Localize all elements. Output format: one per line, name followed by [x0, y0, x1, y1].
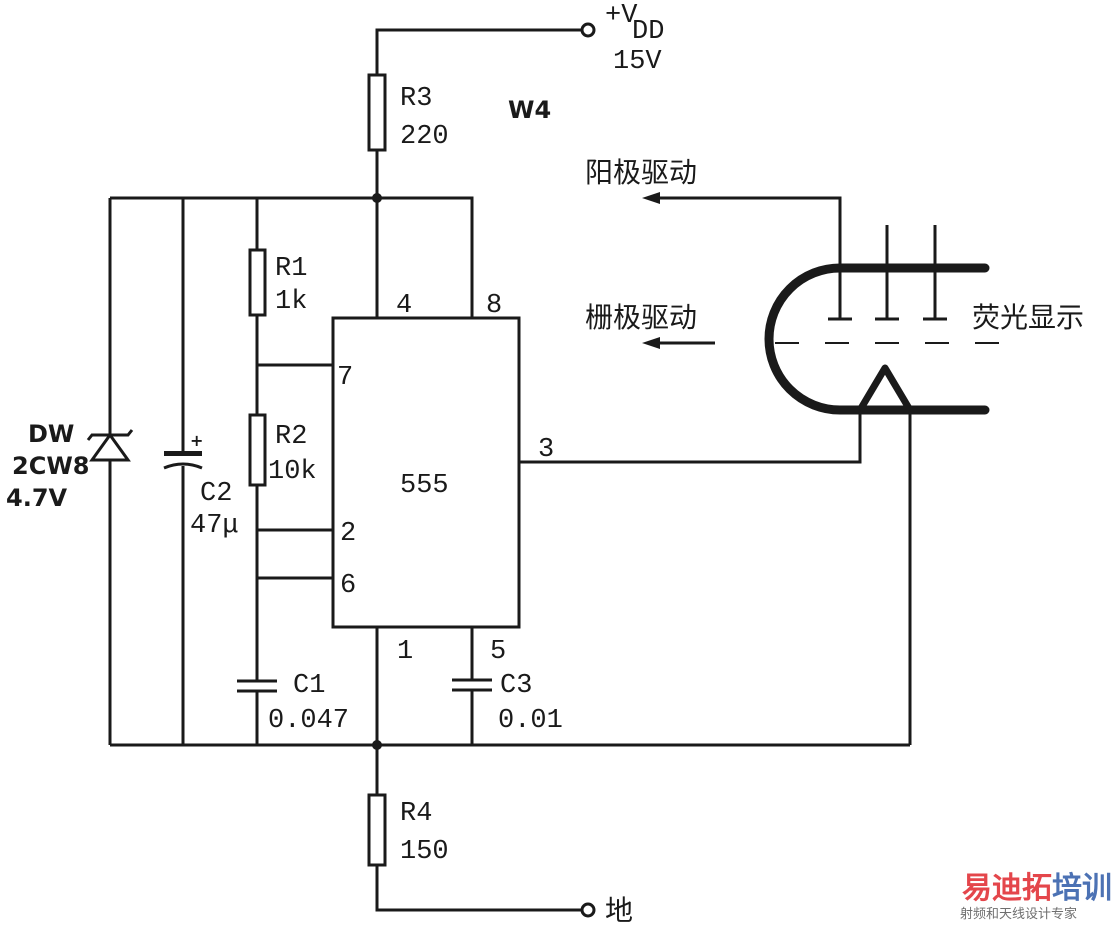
- dw-name: DW: [28, 420, 74, 448]
- arrow-left-icon: [642, 337, 660, 349]
- c2-polarity: +: [190, 431, 203, 450]
- c3-name: C3: [500, 671, 532, 701]
- c1-value: 0.047: [268, 706, 349, 736]
- ground-terminal: [580, 902, 596, 918]
- vfd-tube: [764, 225, 1005, 415]
- watermark-logo: 易迪拓 培训 射频和天线设计专家: [960, 871, 1112, 922]
- r2-value: 10k: [268, 457, 317, 487]
- pin-2: 2: [340, 519, 356, 549]
- vdd-voltage: 15V: [613, 47, 662, 77]
- watermark-tagline: 射频和天线设计专家: [960, 906, 1077, 922]
- vdd-subscript: DD: [632, 17, 664, 47]
- resistor-r4: [367, 793, 387, 867]
- r2-name: R2: [275, 422, 307, 452]
- r1-name: R1: [275, 254, 307, 284]
- grid-drive-label: 栅极驱动: [585, 301, 697, 334]
- r3-value: 220: [400, 122, 449, 152]
- pin-1: 1: [397, 637, 413, 667]
- vfd-label: 荧光显示: [972, 301, 1084, 334]
- ic-555: [331, 316, 521, 629]
- zener-diode-dw: [86, 429, 134, 462]
- r4-name: R4: [400, 799, 432, 829]
- pin-6: 6: [340, 571, 356, 601]
- capacitor-c2: [164, 451, 202, 456]
- c2-name: C2: [200, 479, 232, 509]
- resistor-r1: [248, 248, 267, 317]
- r3-name: R3: [400, 84, 432, 114]
- arrow-left-icon: [642, 192, 660, 204]
- vdd-terminal: [580, 22, 596, 38]
- dw-part: 2CW8: [12, 452, 89, 480]
- pin-3: 3: [538, 435, 554, 465]
- r4-value: 150: [400, 837, 449, 867]
- pin-4: 4: [396, 291, 412, 321]
- c2-value: 47μ: [190, 511, 239, 541]
- title-tag: W4: [508, 96, 551, 124]
- dw-value: 4.7V: [6, 484, 68, 512]
- c3-value: 0.01: [498, 706, 563, 736]
- vdd-label: +V: [605, 1, 638, 31]
- pin-5: 5: [490, 637, 506, 667]
- junction-dot: [372, 193, 382, 203]
- ic-name: 555: [400, 471, 449, 501]
- pin-8: 8: [486, 291, 502, 321]
- pin-7: 7: [337, 363, 353, 393]
- wires: [86, 22, 912, 918]
- resistor-r3: [367, 73, 387, 152]
- watermark-brand-b: 培训: [1052, 871, 1112, 906]
- watermark-brand-a: 易迪拓: [962, 871, 1052, 906]
- anode-drive-label: 阳极驱动: [585, 156, 697, 189]
- ground-label: 地: [605, 894, 633, 925]
- c1-name: C1: [293, 671, 325, 701]
- resistor-r2: [248, 413, 267, 487]
- r1-value: 1k: [275, 287, 307, 317]
